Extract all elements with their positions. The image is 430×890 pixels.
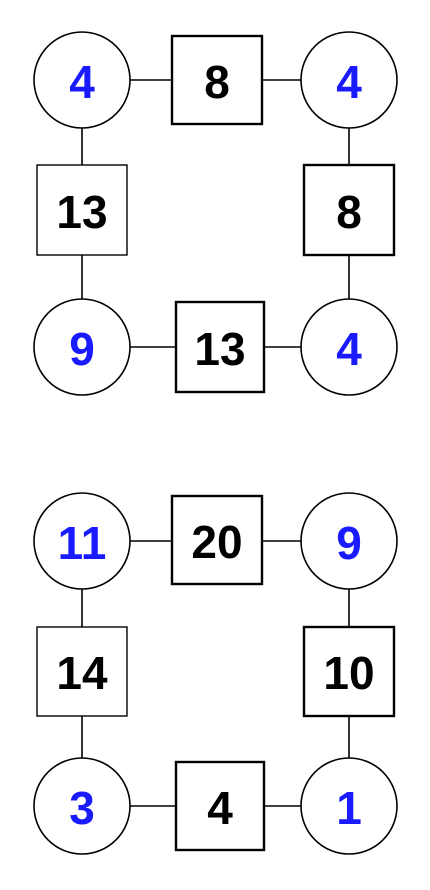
square-node-bottom: 4 xyxy=(174,760,266,852)
puzzle-1-connectors xyxy=(81,79,350,348)
circle-node-top-right: 9 xyxy=(300,492,398,590)
square-node-top: 20 xyxy=(170,494,264,586)
circle-value: 1 xyxy=(336,782,362,834)
circle-node-bottom-left: 3 xyxy=(33,757,131,855)
square-node-bottom: 13 xyxy=(174,300,266,394)
square-node-left: 14 xyxy=(36,626,128,717)
circle-node-bottom-right: 1 xyxy=(300,757,398,855)
square-node-right: 8 xyxy=(302,163,396,257)
circle-value: 9 xyxy=(69,323,95,375)
square-value: 13 xyxy=(56,186,107,238)
square-node-right: 10 xyxy=(302,625,396,718)
circle-value: 4 xyxy=(336,56,362,108)
puzzle-1: 4 4 9 4 8 13 8 13 xyxy=(33,31,398,396)
square-value: 8 xyxy=(204,56,230,108)
puzzle-2-connectors xyxy=(81,540,350,807)
square-value: 10 xyxy=(323,647,374,699)
circle-node-top-left: 4 xyxy=(33,31,131,129)
square-value: 4 xyxy=(207,782,233,834)
circle-value: 4 xyxy=(336,323,362,375)
circle-value: 9 xyxy=(336,517,362,569)
circle-value: 4 xyxy=(69,56,95,108)
circle-node-top-left: 11 xyxy=(33,492,131,590)
puzzle-2: 11 9 3 1 20 14 10 4 xyxy=(33,492,398,855)
circle-value: 3 xyxy=(69,782,95,834)
square-node-left: 13 xyxy=(36,164,128,256)
square-value: 20 xyxy=(191,516,242,568)
square-node-top: 8 xyxy=(170,34,264,126)
square-value: 8 xyxy=(336,186,362,238)
square-value: 13 xyxy=(194,323,245,375)
circle-node-top-right: 4 xyxy=(300,31,398,129)
circle-node-bottom-left: 9 xyxy=(33,298,131,396)
circle-node-bottom-right: 4 xyxy=(300,298,398,396)
square-value: 14 xyxy=(56,647,108,699)
circle-value: 11 xyxy=(58,517,107,569)
